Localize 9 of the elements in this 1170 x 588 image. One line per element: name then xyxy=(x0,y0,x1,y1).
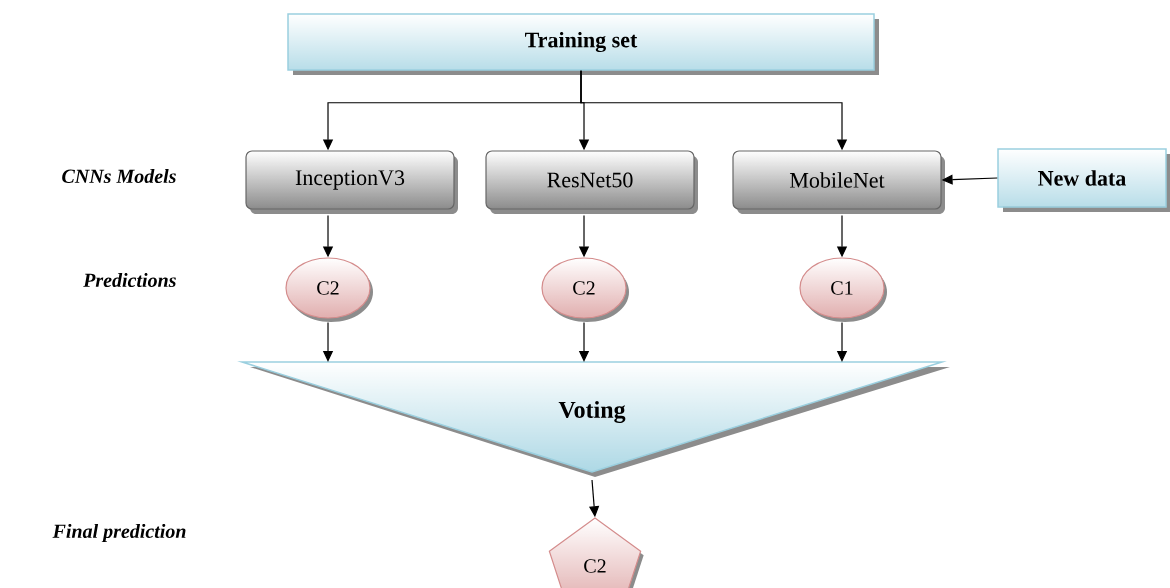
input-box: New data xyxy=(997,148,1170,212)
row-label: Predictions xyxy=(83,272,176,287)
model-box: ResNet50 xyxy=(485,150,698,214)
row-label: CNNs Models xyxy=(62,168,176,183)
result-pentagon: C2 xyxy=(548,517,644,588)
model-box: MobileNet xyxy=(732,150,945,214)
row-label: Final prediction xyxy=(52,523,186,543)
input-box: Training set xyxy=(287,13,879,75)
model-box: InceptionV3 xyxy=(245,150,458,214)
